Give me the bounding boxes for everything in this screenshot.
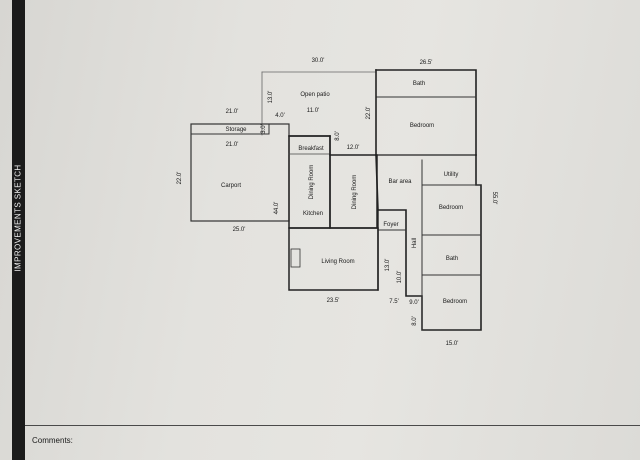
label-breakfast: Breakfast (298, 146, 324, 152)
dim-13-left: 13.0' (268, 91, 274, 104)
label-storage: Storage (225, 127, 247, 133)
label-living-room: Living Room (321, 259, 354, 265)
dim-22-left: 22.0' (177, 172, 183, 185)
label-bedroom-bottom: Bedroom (443, 299, 467, 305)
label-bath-top: Bath (413, 81, 425, 87)
dim-21-a: 21.0' (226, 109, 239, 115)
dim-10: 10.0' (397, 271, 403, 284)
dim-26-5: 26.5' (420, 60, 433, 66)
dim-30: 30.0' (312, 58, 325, 64)
dim-55: 55.0' (491, 192, 497, 205)
dim-8: 8.0' (335, 131, 341, 141)
dim-25: 25.0' (233, 227, 246, 233)
dim-21-b: 21.0' (226, 142, 239, 148)
label-utility: Utility (444, 172, 459, 178)
label-bath-bottom: Bath (446, 256, 458, 262)
dim-3: 3.0' (261, 124, 267, 134)
comments-label: Comments: (32, 436, 73, 445)
bath-top-outline (375, 69, 477, 156)
label-bedroom-top: Bedroom (410, 123, 434, 129)
label-open-patio: Open patio (300, 92, 330, 98)
left-sidebar-bar (12, 0, 25, 460)
dim-9: 9.0' (409, 300, 419, 306)
label-bar-area: Bar area (388, 179, 412, 185)
label-foyer: Foyer (383, 222, 398, 228)
label-dining-room-left: Dining Room (309, 165, 315, 200)
dim-12: 12.0' (347, 145, 360, 151)
dim-8-bottom: 8.0' (412, 316, 418, 326)
fireplace-outline (290, 248, 301, 268)
dim-44: 44.0' (274, 202, 280, 215)
dim-7-5: 7.5' (389, 299, 399, 305)
dim-4: 4.0' (275, 113, 285, 119)
label-dining-room-right: Dining Room (352, 175, 358, 210)
label-kitchen: Kitchen (303, 211, 323, 217)
dim-15: 15.0' (446, 341, 459, 347)
label-hall: Hall (412, 238, 418, 248)
dim-13-mid: 13.0' (385, 259, 391, 272)
label-carport: Carport (221, 183, 241, 189)
label-bedroom-mid: Bedroom (439, 205, 463, 211)
dim-11: 11.0' (307, 108, 319, 114)
dim-22-right: 22.0' (366, 107, 372, 120)
comments-divider (25, 425, 640, 426)
dim-23-5: 23.5' (327, 298, 340, 304)
